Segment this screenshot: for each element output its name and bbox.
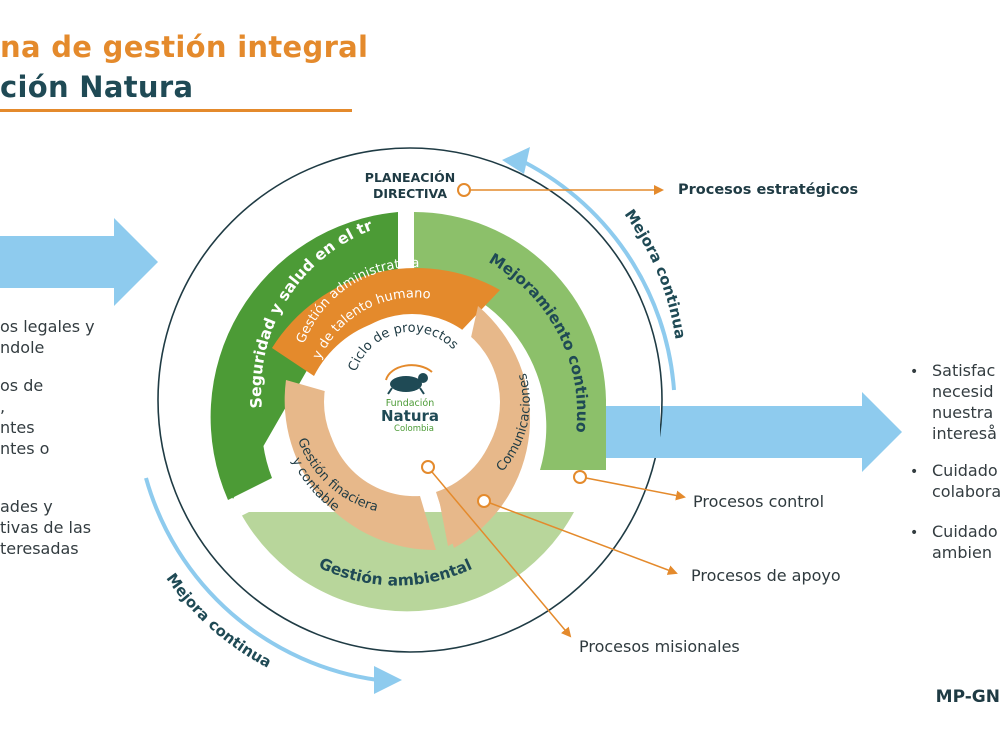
right-item-1: Satisfac necesid nuestra intereså bbox=[932, 361, 997, 443]
logo-text-colombia: Colombia bbox=[394, 424, 434, 434]
callout-dot-apoyo bbox=[477, 494, 491, 508]
label-procesos-control: Procesos control bbox=[693, 492, 825, 511]
callout-dot-estrategicos bbox=[457, 183, 471, 197]
seg-gestion-administrativa bbox=[272, 267, 500, 376]
left-text-group-2: os de , ntes ntes o bbox=[0, 376, 50, 458]
left-text-group-1: os legales y ndole bbox=[0, 317, 95, 357]
seg-gestion-financiera bbox=[284, 380, 436, 551]
center-circle bbox=[324, 314, 500, 490]
left-text-group-3: ades y tivas de las teresadas bbox=[0, 497, 92, 558]
input-arrow bbox=[0, 218, 158, 306]
bullet-3: • bbox=[910, 525, 919, 541]
natura-logo bbox=[385, 364, 433, 395]
mejora-continua-arc-top bbox=[515, 156, 676, 391]
title-underline bbox=[0, 109, 352, 112]
mejora-continua-arc-bottom bbox=[144, 477, 379, 682]
label-procesos-estrategicos: Procesos estratégicos bbox=[678, 182, 859, 198]
logo-text-natura: Natura bbox=[381, 407, 439, 425]
mejora-arrowhead-top bbox=[502, 147, 530, 174]
callout-dot-misionales bbox=[421, 460, 435, 474]
logo-text-fundacion: Fundación bbox=[386, 398, 435, 409]
right-item-3: Cuidado ambien bbox=[932, 522, 998, 562]
mejora-arrowhead-bottom bbox=[374, 666, 402, 694]
label-procesos-apoyo: Procesos de apoyo bbox=[691, 566, 841, 585]
label-procesos-misionales: Procesos misionales bbox=[579, 637, 740, 656]
output-arrow bbox=[598, 392, 902, 472]
page-title-line1: na de gestión integral bbox=[0, 30, 369, 64]
right-item-2: Cuidado colabora bbox=[932, 461, 1000, 501]
bullet-1: • bbox=[910, 364, 919, 380]
planeacion-line1: PLANEACIÓN bbox=[365, 170, 455, 185]
callout-dot-control bbox=[573, 470, 587, 484]
page-title-line2: ción Natura bbox=[0, 70, 194, 104]
planeacion-line2: DIRECTIVA bbox=[373, 186, 447, 201]
document-code: MP-GN bbox=[935, 687, 1000, 707]
ring-gestion-ambiental bbox=[240, 512, 574, 612]
bullet-2: • bbox=[910, 464, 919, 480]
